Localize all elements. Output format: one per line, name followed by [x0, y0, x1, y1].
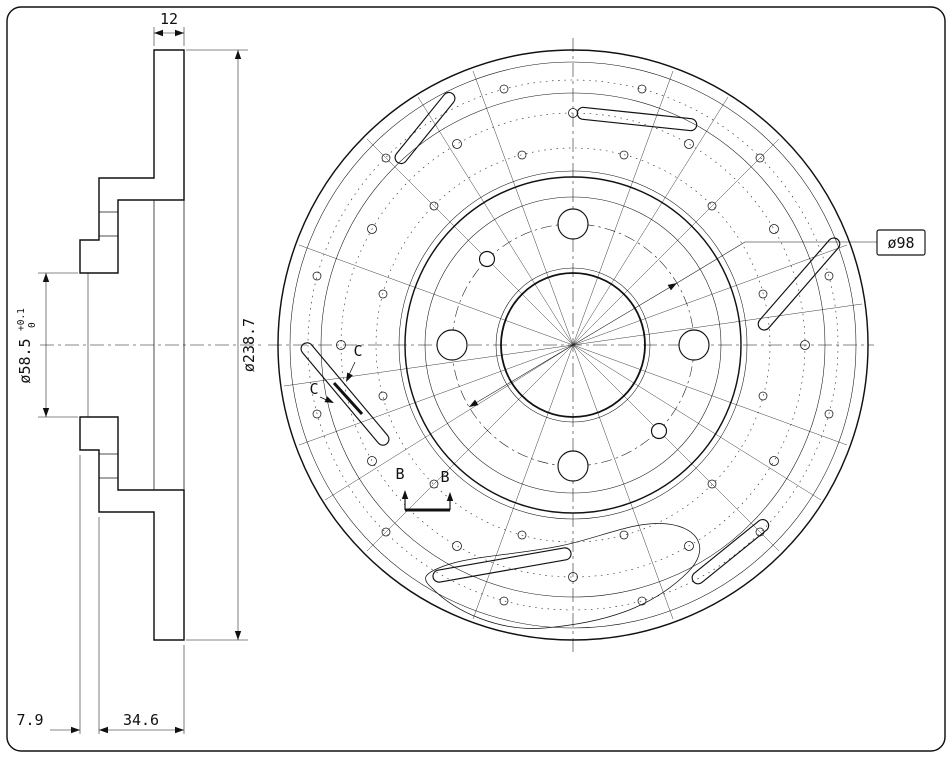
drill-holes-ring-b: [336, 108, 810, 582]
dim-outer-diameter-value: ø238.7: [240, 318, 258, 372]
dim-hat-offset: 7.9: [16, 455, 100, 734]
sheet-border: [6, 6, 946, 752]
section-c-indicator: C C: [309, 342, 364, 416]
dim-bolt-circle-value: ø98: [887, 234, 914, 252]
section-material-lower: [79, 416, 185, 641]
pin-hole: [478, 250, 496, 268]
drill-holes-ring-a: [378, 150, 768, 540]
dim-bolt-circle: ø98: [468, 229, 926, 408]
dim-bore-value: ø58.5: [16, 338, 34, 383]
dim-thickness-value: 12: [160, 10, 178, 28]
section-label-b1: B: [395, 465, 404, 483]
dim-outer-diameter: ø238.7: [186, 49, 258, 641]
dim-total-width: 34.6: [99, 645, 185, 734]
section-b-indicator: B B: [395, 465, 454, 512]
section-label-c2: C: [309, 380, 318, 398]
dim-bolt-circle-box: [876, 229, 926, 256]
section-label-b2: B: [440, 468, 449, 486]
dim-bore: ø58.5 +0.1 0: [16, 272, 78, 418]
dim-bore-tol-lower: 0: [27, 322, 38, 328]
bolt-holes: [436, 208, 710, 482]
dim-thickness: 12: [153, 10, 185, 46]
section-label-c1: C: [353, 342, 362, 360]
front-view: C C B B ø98: [268, 38, 926, 652]
section-view: 12 ø238.7 ø58.5 +0.1 0: [16, 10, 262, 734]
pin-hole: [650, 422, 668, 440]
dim-hat-offset-value: 7.9: [16, 711, 43, 729]
hub-bore-circle: [500, 272, 646, 418]
rotor-slots: [300, 91, 841, 585]
section-material-upper: [79, 49, 185, 274]
dim-total-width-value: 34.6: [123, 711, 159, 729]
dim-bore-tol-upper: +0.1: [16, 308, 27, 331]
detail-boundary-spline: [425, 523, 701, 629]
